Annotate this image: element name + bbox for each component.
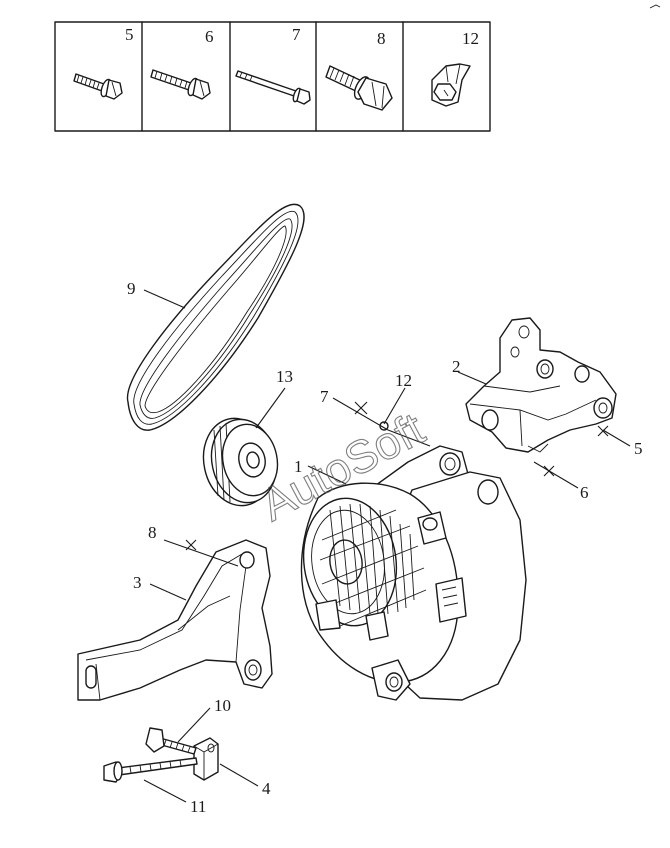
- adjusting-bracket: [77, 539, 273, 701]
- callout-3: 3: [133, 573, 142, 592]
- callout-11: 11: [190, 797, 206, 816]
- callout-7: 7: [320, 387, 329, 406]
- legend-cell-6: 6: [150, 27, 214, 100]
- legend-number-8: 8: [377, 29, 386, 48]
- legend-number-7: 7: [292, 25, 301, 44]
- alternator-mounting-bracket: [465, 317, 617, 453]
- fastener-markers: [185, 401, 609, 551]
- callout-6: 6: [580, 483, 589, 502]
- flanged-nut-icon: [431, 63, 471, 107]
- through-bolt-11: [103, 757, 198, 783]
- alternator: [300, 445, 527, 701]
- adjusting-block: [193, 737, 219, 781]
- legend-cell-5: 5: [73, 25, 134, 100]
- callout-12: 12: [395, 371, 412, 390]
- callout-numbers: 9 13 7 12 2 1 5 6 8 3 10 4 11: [127, 279, 643, 816]
- callout-10: 10: [214, 696, 231, 715]
- callout-13: 13: [276, 367, 293, 386]
- v-ribbed-belt: [126, 203, 305, 431]
- fastener-legend-box: 5 6 7: [54, 21, 491, 132]
- callout-9: 9: [127, 279, 136, 298]
- flange-bolt-medium-icon: [150, 69, 211, 100]
- leader-lines: [143, 289, 631, 803]
- idler-pulley: [202, 417, 279, 507]
- legend-cell-8: 8: [325, 29, 393, 111]
- callout-8: 8: [148, 523, 157, 542]
- callout-5: 5: [634, 439, 643, 458]
- legend-cell-7: 7: [235, 25, 311, 105]
- callout-1: 1: [294, 457, 303, 476]
- corner-mark: [649, 4, 661, 9]
- legend-number-12: 12: [462, 29, 479, 48]
- legend-frame: [54, 21, 491, 132]
- legend-cell-12: 12: [431, 29, 479, 107]
- stud-bolt-with-collar-icon: [325, 65, 393, 111]
- callout-2: 2: [452, 357, 461, 376]
- long-stud-bolt-icon: [235, 70, 311, 105]
- flange-bolt-short-icon: [73, 73, 123, 100]
- adjusting-bolt-10: [145, 727, 197, 755]
- callout-4: 4: [262, 779, 271, 798]
- legend-number-5: 5: [125, 25, 134, 44]
- legend-number-6: 6: [205, 27, 214, 46]
